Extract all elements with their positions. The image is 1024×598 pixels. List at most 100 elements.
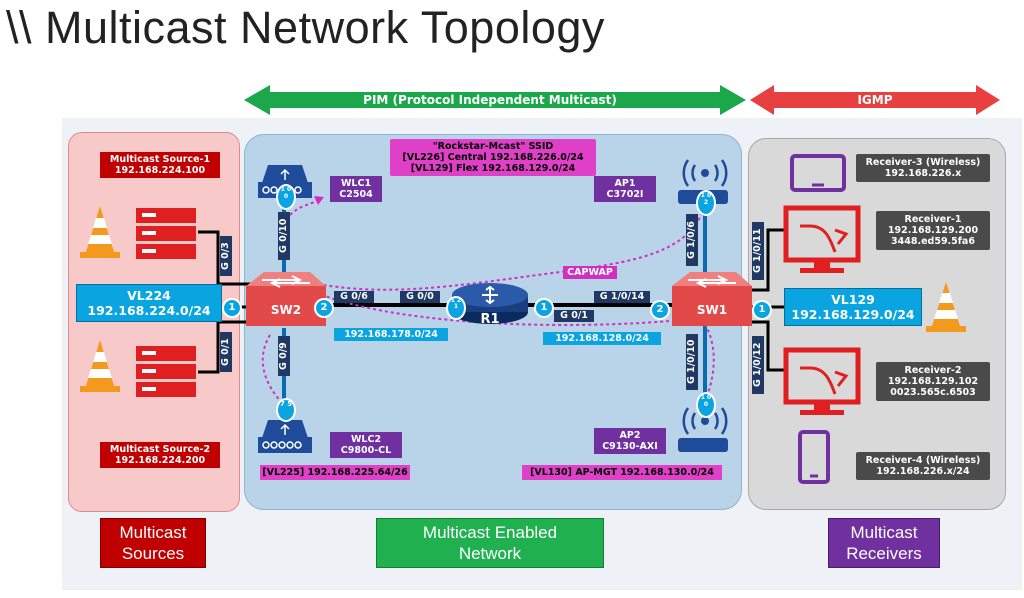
- port-g06: G 0/6: [334, 291, 374, 303]
- link-source2-sw2: [198, 320, 252, 374]
- source1-name: Multicast Source-1: [109, 154, 211, 165]
- source2-name: Multicast Source-2: [109, 444, 211, 455]
- receiver1-monitor-icon: [783, 205, 861, 273]
- source2-label: Multicast Source-2 192.168.224.200: [100, 442, 220, 468]
- source1-server-icon: [136, 208, 196, 259]
- receiver2-label: Receiver-2 192.168.129.102 0023.565c.650…: [876, 362, 990, 401]
- source1-label: Multicast Source-1 192.168.224.100: [100, 152, 220, 178]
- vlc-cone-icon-3: [926, 282, 966, 332]
- wlc1-label: WLC1 C2504: [330, 176, 382, 202]
- sources-caption-line1: Multicast: [119, 523, 187, 542]
- ap1-label: AP1 C3702I: [594, 176, 656, 202]
- link-sw1-receiver1: [742, 228, 784, 292]
- receiver2-mac: 0023.565c.6503: [890, 387, 976, 398]
- network-caption-line1: Multicast Enabled: [422, 523, 558, 542]
- receiver4-phone-icon: [798, 430, 830, 484]
- protocol-arrows: [244, 85, 1000, 115]
- vl224-box: VL224 192.168.224.0/24: [76, 284, 222, 322]
- vl130-label: [VL130] AP-MGT 192.168.130.0/24: [522, 465, 722, 480]
- pim-label: PIM (Protocol Independent Multicast): [363, 93, 617, 107]
- wlc2-label: WLC2 C9800-CL: [330, 432, 402, 458]
- capwap-path-4: [261, 334, 285, 406]
- ring-wlc2: 7 5: [276, 398, 296, 422]
- vl129-box: VL129 192.168.129.0/24: [784, 288, 922, 326]
- sw1-switch-icon: [672, 272, 752, 326]
- ap2-model: C9130-AXI: [602, 441, 658, 452]
- wlc1-name: WLC1: [340, 178, 372, 189]
- link-sw1-receiver2: [742, 320, 784, 372]
- port-g010: G 0/10: [278, 212, 290, 260]
- wlc2-icon: [258, 420, 312, 453]
- receiver3-tablet-icon: [790, 154, 846, 192]
- vl224-name: VL224: [127, 288, 171, 303]
- ssid-box: "Rockstar-Mcast" SSID [VL226] Central 19…: [390, 139, 596, 176]
- ring-wlc2-text: 7 5: [279, 400, 293, 408]
- ap2-icon: [678, 407, 728, 452]
- sources-caption: Multicast Sources: [100, 518, 206, 568]
- receivers-caption-line2: Receivers: [846, 544, 922, 563]
- ring-r1-right: 1: [534, 298, 554, 318]
- r1-label: R1: [480, 312, 500, 327]
- ring-r1-left-text: 1 2 1: [450, 297, 462, 310]
- port-g00: G 0/0: [400, 291, 440, 303]
- receiver2-name: Receiver-2: [904, 365, 962, 376]
- ap1-name: AP1: [614, 178, 636, 189]
- ring-sw2-right: 2: [314, 298, 334, 318]
- source2-ip: 192.168.224.200: [114, 455, 206, 466]
- port-g01: G 0/1: [220, 332, 232, 372]
- ring-sw1-right: 1: [752, 300, 772, 320]
- port-g01-r1: G 0/1: [554, 310, 594, 322]
- network-caption: Multicast Enabled Network: [376, 518, 604, 568]
- ring-sw1-left: 2: [650, 300, 670, 320]
- ring-wlc1: 1 0 0: [276, 184, 296, 210]
- ring-ap1-text: 1 0 2: [700, 192, 712, 206]
- wlc1-model: C2504: [339, 189, 373, 200]
- capwap-label: CAPWAP: [563, 266, 617, 279]
- net178-label: 192.168.178.0/24: [334, 328, 448, 341]
- receiver4-label: Receiver-4 (Wireless) 192.168.226.x/24: [856, 452, 990, 480]
- ap2-label: AP2 C9130-AXI: [594, 428, 666, 454]
- capwap-path: [299, 204, 706, 291]
- receiver4-name: Receiver-4 (Wireless): [865, 455, 981, 466]
- receiver3-label: Receiver-3 (Wireless) 192.168.226.x: [856, 154, 990, 182]
- r1-router-icon: [452, 283, 528, 324]
- page-title: \\ Multicast Network Topology: [6, 2, 605, 53]
- ring-sw2-left: 1: [222, 298, 242, 318]
- port-g1011: G 1/0/11: [752, 222, 764, 280]
- wlc2-name: WLC2: [350, 434, 382, 445]
- igmp-label: IGMP: [857, 93, 893, 107]
- ring-ap2: 1 0 0: [696, 392, 716, 418]
- port-g106: G 1/0/6: [686, 214, 698, 266]
- receiver3-ip: 192.168.226.x: [884, 168, 962, 179]
- sources-caption-line2: Sources: [121, 544, 185, 563]
- port-g1014: G 1/0/14: [594, 291, 650, 303]
- ssid-line1: "Rockstar-Mcast" SSID: [432, 141, 554, 152]
- receiver4-ip: 192.168.226.x/24: [876, 466, 970, 477]
- ssid-line3: [VL129] Flex 192.168.129.0/24: [410, 163, 576, 174]
- vl129-name: VL129: [831, 292, 875, 307]
- receiver1-mac: 3448.ed59.5fa6: [891, 236, 975, 247]
- receivers-caption: Multicast Receivers: [828, 518, 940, 568]
- receiver1-label: Receiver-1 192.168.129.200 3448.ed59.5fa…: [876, 211, 990, 250]
- source1-ip: 192.168.224.100: [114, 165, 206, 176]
- sw2-label: SW2: [270, 303, 302, 317]
- ring-r1-left: 1 2 1: [446, 296, 466, 320]
- wlc2-model: C9800-CL: [340, 445, 392, 456]
- ap2-name: AP2: [619, 430, 641, 441]
- network-caption-line2: Network: [458, 544, 522, 563]
- pim-arrow: [244, 85, 746, 115]
- vl225-label: [VL225] 192.168.225.64/26: [260, 465, 410, 480]
- net128-label: 192.168.128.0/24: [543, 332, 661, 345]
- receiver1-ip: 192.168.129.200: [887, 225, 979, 236]
- vlc-cone-icon-2: [80, 340, 120, 392]
- capwap-arrowhead: [314, 196, 324, 205]
- vlc-cone-icon-1: [80, 206, 120, 258]
- sw2-switch-icon: [246, 272, 326, 326]
- ring-wlc1-text: 1 0 0: [280, 186, 292, 200]
- receiver2-monitor-icon: [783, 347, 861, 415]
- vl224-net: 192.168.224.0/24: [87, 303, 211, 318]
- ap1-model: C3702I: [606, 189, 644, 200]
- receivers-caption-line1: Multicast: [850, 523, 918, 542]
- ring-ap2-text: 1 0 0: [700, 394, 712, 408]
- receiver3-name: Receiver-3 (Wireless): [865, 157, 981, 168]
